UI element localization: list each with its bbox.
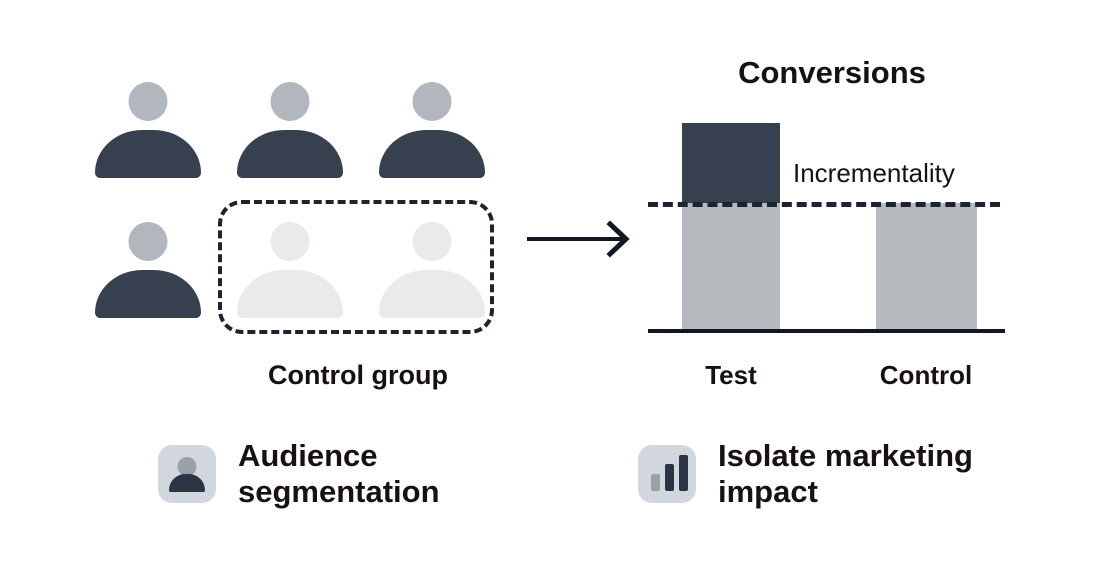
person-body (237, 130, 343, 178)
chart-title: Conversions (738, 55, 926, 90)
incrementality-threshold-line (648, 202, 1000, 207)
person-head (412, 82, 452, 121)
person-icon-faded (237, 222, 343, 318)
person-icon (95, 82, 201, 178)
person-head (270, 82, 310, 121)
arrow-right-icon (524, 218, 638, 260)
person-head (412, 222, 452, 261)
control-group-label: Control group (268, 360, 448, 390)
person-head (128, 82, 168, 121)
chart-baseline-axis (648, 329, 1005, 333)
person-icon (237, 82, 343, 178)
conversions-chart: Conversions Incrementality Test Control (630, 40, 1050, 400)
incrementality-label: Incrementality (793, 158, 955, 188)
tick-label-test: Test (705, 360, 757, 390)
bar-test-incrementality (682, 123, 780, 203)
person-body (169, 474, 205, 492)
bar-test-baseline (682, 203, 780, 330)
bar-chart-bar-small (651, 474, 660, 491)
bar-chart-bar-medium (665, 464, 674, 491)
legend-item-label: Audience segmentation (238, 438, 440, 509)
person-icon-faded (379, 222, 485, 318)
person-body (379, 270, 485, 318)
audience-panel: Control group (0, 0, 540, 420)
bar-control-baseline (876, 203, 977, 330)
person-head (270, 222, 310, 261)
person-icon (95, 222, 201, 318)
bar-chart-icon (638, 445, 696, 503)
bar-chart-bars (651, 455, 688, 491)
person-head (128, 222, 168, 261)
bar-chart-bar-large (679, 455, 688, 491)
legend-item-isolate-marketing-impact[interactable]: Isolate marketing impact (638, 438, 973, 510)
tick-label-control: Control (879, 360, 973, 390)
person-body (95, 270, 201, 318)
person-body (95, 130, 201, 178)
person-icon (158, 445, 216, 503)
legend-item-label: Isolate marketing impact (718, 438, 973, 509)
person-body (379, 130, 485, 178)
person-body (237, 270, 343, 318)
person-icon (379, 82, 485, 178)
legend-item-audience-segmentation[interactable]: Audience segmentation (158, 438, 440, 510)
person-head (177, 457, 197, 476)
control-group-boundary (218, 200, 494, 334)
